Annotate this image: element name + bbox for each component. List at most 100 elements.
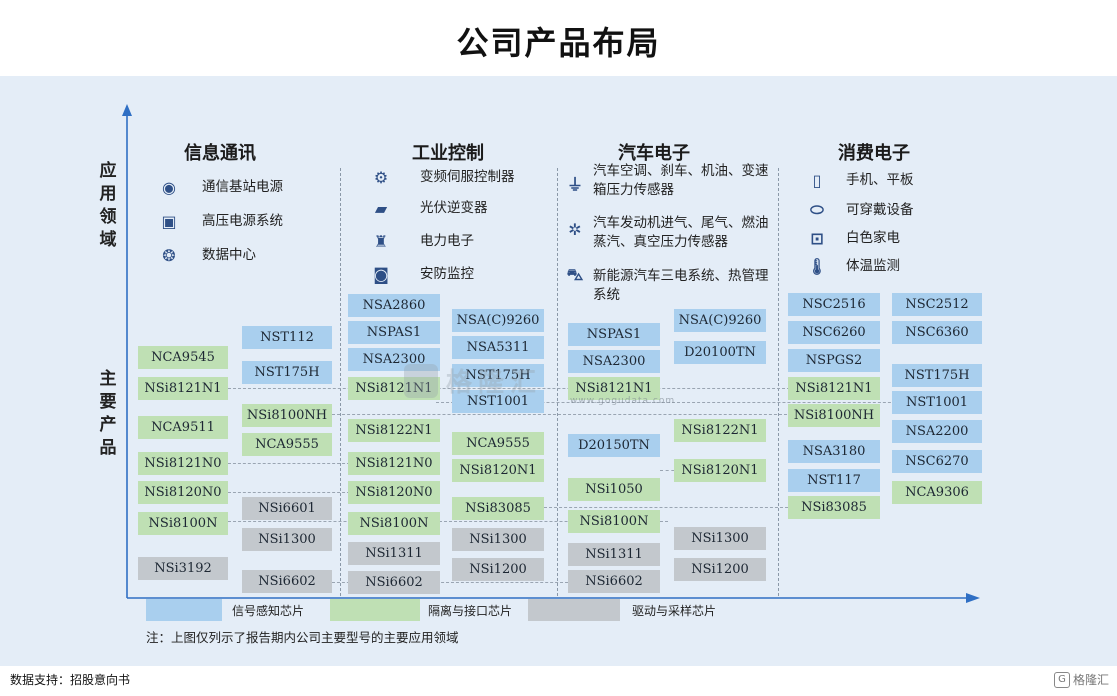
product-chip: NSA5311 [452, 336, 544, 359]
connector-line [228, 492, 350, 493]
app-item: 数据中心 [202, 247, 256, 263]
phone-icon: ▯ [812, 170, 822, 190]
product-chip: NSi8121N1 [138, 377, 228, 400]
ev-icon: ⛍ [566, 264, 584, 284]
product-chip: NSi1300 [242, 528, 332, 551]
base-station-icon: ◉ [162, 177, 176, 197]
product-chip: NSi8100N [568, 510, 660, 533]
legend-swatch-driver [528, 599, 620, 621]
app-item: 白色家电 [846, 230, 900, 246]
engine-icon: ✲ [568, 219, 582, 239]
legend-swatch-sense [146, 599, 222, 621]
x-axis-arrow [966, 593, 980, 603]
app-item: 可穿戴设备 [846, 202, 914, 218]
product-chip: NSPAS1 [568, 323, 660, 346]
app-item: 新能源汽车三电系统、热管理系统 [593, 268, 769, 303]
datacenter-icon: ❂ [162, 245, 176, 265]
product-chip: NSi8122N1 [348, 419, 440, 442]
product-chip: NSi8120N0 [348, 481, 440, 504]
product-chip: D20100TN [674, 341, 766, 364]
app-item: 安防监控 [420, 266, 474, 282]
product-chip: NSi8120N1 [452, 459, 544, 482]
brand-name: 格隆汇 [1072, 673, 1109, 687]
product-chip: NSi8121N1 [788, 377, 880, 400]
product-chip: NSA(C)9260 [674, 309, 766, 332]
connector-line [332, 414, 792, 415]
product-chip: NST112 [242, 326, 332, 349]
product-chip: NSA2300 [348, 348, 440, 371]
product-chip: NSi8121N0 [138, 452, 228, 475]
product-chip: NSC6360 [892, 321, 982, 344]
power-electronics-icon: ♜ [373, 231, 389, 251]
product-chip: NSC2512 [892, 293, 982, 316]
product-chip: NSC6260 [788, 321, 880, 344]
product-chip: NSi8120N1 [674, 459, 766, 482]
product-chip: NCA9545 [138, 346, 228, 369]
product-chip: NSA3180 [788, 440, 880, 463]
product-chip: NSi8120N0 [138, 481, 228, 504]
y-label-application: 应用领域 [99, 161, 117, 250]
product-chip: NSi1300 [674, 527, 766, 550]
pressure-sensor-icon: ⏚ [566, 175, 583, 194]
separator [340, 168, 341, 596]
legend-label: 驱动与采样芯片 [632, 604, 717, 618]
product-chip: NCA9511 [138, 416, 228, 439]
product-chip: NSi1311 [568, 543, 660, 566]
product-chip: NSi83085 [788, 496, 880, 519]
product-chip: NSPGS2 [788, 349, 880, 372]
hv-power-icon: ▣ [161, 211, 177, 231]
product-chip: NSi8100NH [242, 404, 332, 427]
product-chip: NST175H [452, 364, 544, 387]
product-chip: NST1001 [892, 391, 982, 414]
app-item: 电力电子 [420, 233, 474, 249]
product-chip: NSC6270 [892, 450, 982, 473]
y-label-products: 主要产品 [99, 369, 117, 458]
security-icon: ◙ [373, 264, 389, 284]
product-chip: NSA(C)9260 [452, 309, 544, 332]
product-chip: NSi1200 [674, 558, 766, 581]
footnote: 注：上图仅列示了报告期内公司主要型号的主要应用领域 [146, 630, 459, 645]
y-axis-arrow [122, 104, 132, 116]
product-chip: NSi8100N [348, 512, 440, 535]
product-chip: NSi8100N [138, 512, 228, 535]
product-chip: NSi6602 [348, 571, 440, 594]
product-chip: NCA9555 [242, 433, 332, 456]
legend-label: 信号感知芯片 [232, 604, 305, 618]
product-chip: NSi3192 [138, 557, 228, 580]
product-chip: NSA2200 [892, 420, 982, 443]
column-header-automotive: 汽车电子 [618, 143, 690, 164]
product-chip: NSPAS1 [348, 321, 440, 344]
connector-line [332, 582, 568, 583]
legend-swatch-isolation [330, 599, 420, 621]
product-chip: NSi83085 [452, 497, 544, 520]
inverter-icon: ▰ [374, 198, 388, 218]
appliance-icon: ⊡ [810, 228, 824, 248]
product-chip: NSi8121N0 [348, 452, 440, 475]
product-chip: NSi8121N1 [348, 377, 440, 400]
product-chip: NSA2860 [348, 294, 440, 317]
product-chip: NSi1050 [568, 478, 660, 501]
product-chip: NSi8122N1 [674, 419, 766, 442]
connector-line [544, 507, 788, 508]
product-chip: NSi6601 [242, 497, 332, 520]
app-item: 手机、平板 [846, 172, 914, 188]
product-chip: D20150TN [568, 434, 660, 457]
wearable-icon: ⬭ [810, 200, 824, 219]
brand: G 格隆汇 [1053, 671, 1109, 688]
servo-icon: ⚙ [373, 167, 389, 187]
app-item: 体温监测 [846, 258, 900, 274]
source-text: 数据支持：招股意向书 [10, 673, 131, 687]
app-item: 高压电源系统 [202, 213, 283, 229]
column-header-consumer: 消费电子 [838, 143, 910, 164]
separator [557, 168, 558, 596]
product-chip: NSA2300 [568, 350, 660, 373]
product-chip: NSi1300 [452, 528, 544, 551]
connector-line [228, 521, 668, 522]
app-item: 汽车发动机进气、尾气、燃油蒸汽、真空压力传感器 [593, 215, 769, 250]
product-chip: NSi1200 [452, 558, 544, 581]
connector-line [660, 470, 680, 471]
product-chip: NST1001 [452, 390, 544, 413]
connector-line [436, 402, 916, 403]
column-header-industrial: 工业控制 [412, 143, 484, 164]
product-chip: NSC2516 [788, 293, 880, 316]
